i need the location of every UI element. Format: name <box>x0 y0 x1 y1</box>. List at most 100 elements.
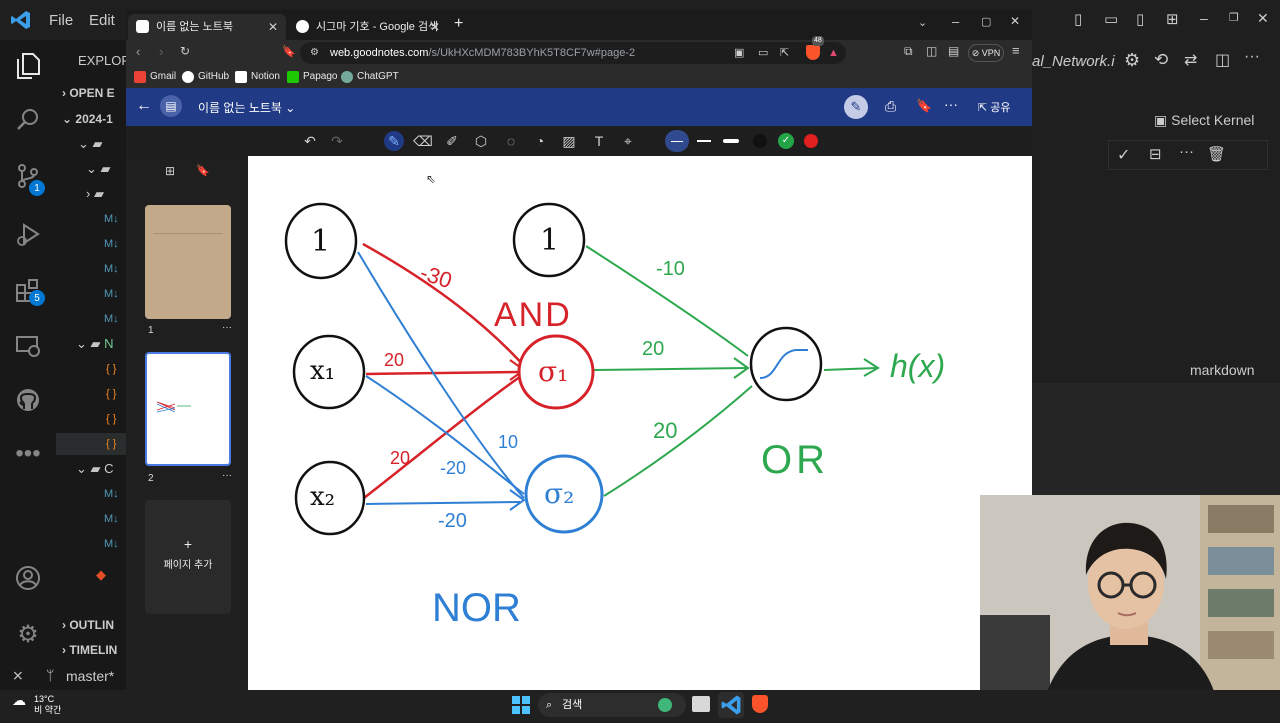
folder-section[interactable]: ⌄ 2024-1 <box>62 108 113 130</box>
brave-shield-icon[interactable] <box>806 45 820 60</box>
delete-cell-icon[interactable]: 🗑 <box>1207 146 1227 163</box>
color-swatch-black[interactable] <box>753 134 767 148</box>
compare-changes-icon[interactable]: ⇄ <box>1184 52 1198 69</box>
notebook-file-icon[interactable]: { } <box>106 413 117 425</box>
explorer-icon[interactable] <box>12 50 44 82</box>
notebook-file-icon-selected[interactable]: { } <box>56 433 126 455</box>
menu-edit[interactable]: Edit <box>89 12 115 29</box>
color-swatch-green[interactable]: ✓ <box>778 133 794 149</box>
split-editor-icon[interactable]: ◫ <box>1215 52 1231 69</box>
install-app-icon[interactable]: ▣ <box>734 47 745 59</box>
grid-view-icon[interactable]: ⊞ <box>165 164 176 178</box>
check-icon[interactable]: ✓ <box>1117 147 1131 164</box>
file-explorer-icon[interactable] <box>692 696 710 712</box>
sidebar-toggle-icon[interactable]: ◫ <box>926 44 938 58</box>
timeline-section[interactable]: › TIMELIN <box>62 639 117 661</box>
bookmark-chatgpt[interactable]: ChatGPT <box>341 70 399 84</box>
more-views-icon[interactable]: ••• <box>15 440 41 467</box>
url-bar[interactable]: ⚙ web.goodnotes.com/s/UkHXcMDM783BYhK5T8… <box>300 36 846 64</box>
tree-folder-row[interactable]: ⌄ ▰ <box>78 136 103 151</box>
minimize-icon[interactable]: – <box>1200 10 1208 26</box>
bookmark-papago[interactable]: Papago <box>287 70 337 84</box>
back-icon[interactable]: ‹ <box>136 44 141 59</box>
wallet-icon[interactable]: ▤ <box>948 44 960 58</box>
cast-icon[interactable]: ▭ <box>758 47 769 59</box>
page-1-more-icon[interactable]: ··· <box>222 322 232 333</box>
more-actions-icon[interactable]: ··· <box>1244 48 1260 65</box>
notebook-tab-title[interactable]: al_Network.i <box>1032 53 1115 70</box>
reload-icon[interactable]: ↻ <box>180 44 191 58</box>
cell-editor[interactable] <box>1032 170 1280 380</box>
markdown-file-icon[interactable]: M↓ <box>104 313 119 325</box>
shape-tool-icon[interactable]: ⬡ <box>474 132 488 149</box>
color-swatch-red[interactable] <box>804 134 818 148</box>
markdown-file-icon[interactable]: M↓ <box>104 213 119 225</box>
history-icon[interactable]: ⟲ <box>1154 50 1169 69</box>
open-editors-section[interactable]: › OPEN E <box>62 82 115 104</box>
source-control-icon[interactable] <box>12 160 44 192</box>
export-icon[interactable]: ⎙ <box>885 98 897 114</box>
new-tab-icon[interactable]: + <box>454 15 464 32</box>
vpn-button[interactable]: ⊘ VPN <box>968 44 1004 62</box>
split-cell-icon[interactable]: ⊟ <box>1149 146 1162 163</box>
run-debug-icon[interactable] <box>12 218 44 250</box>
remote-indicator-icon[interactable]: ⨯ <box>12 667 24 683</box>
extensions-puzzle-icon[interactable]: ⧉ <box>904 44 913 58</box>
eraser-icon[interactable]: ⌫ <box>413 132 433 149</box>
forward-icon[interactable]: › <box>159 44 164 59</box>
notebook-file-icon[interactable]: { } <box>106 388 117 400</box>
vscode-taskbar-icon[interactable] <box>718 692 744 718</box>
tab-search-icon[interactable]: ⌄ <box>918 17 928 29</box>
stroke-line-thick-icon[interactable] <box>723 139 739 143</box>
bookmark-notion[interactable]: Notion <box>235 70 280 84</box>
markdown-file-icon[interactable]: M↓ <box>104 513 119 525</box>
browser-tab[interactable]: 시그마 기호 - Google 검색 ✕ <box>288 14 448 40</box>
text-box-icon[interactable]: T <box>594 133 604 149</box>
more-icon[interactable]: ··· <box>1179 143 1194 160</box>
thumbnails-toggle-icon[interactable]: ▤ <box>160 95 182 117</box>
github-icon[interactable] <box>12 384 44 416</box>
brave-taskbar-icon[interactable] <box>752 695 768 713</box>
minimize-icon[interactable]: – <box>952 14 960 29</box>
restore-icon[interactable]: ❐ <box>1229 12 1239 24</box>
pen-tool-icon[interactable]: ✎ <box>384 131 404 151</box>
bookmark-page-icon[interactable]: 🔖 <box>282 46 296 58</box>
markdown-file-icon[interactable]: M↓ <box>104 488 119 500</box>
site-info-icon[interactable]: ⚙ <box>310 47 319 58</box>
tree-folder-row[interactable]: › ▰ <box>86 186 104 201</box>
toggle-primary-sidebar-icon[interactable]: ▯ <box>1074 11 1083 28</box>
elements-icon[interactable]: ◔ <box>535 133 545 149</box>
tab-close-icon[interactable]: ✕ <box>429 20 440 34</box>
brave-rewards-icon[interactable]: ▲ <box>828 47 839 59</box>
close-window-icon[interactable]: ✕ <box>1010 14 1021 28</box>
settings-gear-icon[interactable]: ⚙ <box>1124 50 1141 70</box>
toggle-panel-icon[interactable]: ▭ <box>1104 11 1119 28</box>
menu-hamburger-icon[interactable]: ≡ <box>1012 43 1020 58</box>
close-icon[interactable]: ✕ <box>1257 10 1269 26</box>
page-thumbnail-1[interactable] <box>145 205 231 319</box>
toggle-secondary-sidebar-icon[interactable]: ▯ <box>1136 11 1145 28</box>
undo-icon[interactable]: ↶ <box>304 132 316 149</box>
git-file-icon[interactable]: ◆ <box>96 567 106 582</box>
search-icon[interactable] <box>12 104 44 136</box>
remote-explorer-icon[interactable] <box>12 330 44 362</box>
manage-gear-icon[interactable]: ⚙ <box>17 620 39 648</box>
account-icon[interactable] <box>12 562 44 594</box>
back-arrow-icon[interactable]: ← <box>136 97 152 114</box>
note-canvas[interactable]: 1 x₁ x₂ 1 σ₁ σ₂ -30 20 20 10 -20 -20 -10… <box>248 156 1032 690</box>
share-page-icon[interactable]: ⇱ <box>780 47 790 59</box>
cell-language-label[interactable]: markdown <box>1190 362 1255 378</box>
bookmark-github[interactable]: GitHub <box>182 70 229 84</box>
windows-start-icon[interactable] <box>512 696 530 714</box>
markdown-file-icon[interactable]: M↓ <box>104 288 119 300</box>
more-options-icon[interactable]: ··· <box>944 96 958 112</box>
maximize-icon[interactable]: ▢ <box>981 16 992 28</box>
markdown-file-icon[interactable]: M↓ <box>104 538 119 550</box>
tab-close-icon[interactable]: ✕ <box>267 20 278 34</box>
page-2-more-icon[interactable]: ··· <box>222 470 232 481</box>
lasso-icon[interactable]: ◌ <box>506 133 516 149</box>
redo-icon[interactable]: ↷ <box>331 132 343 149</box>
stroke-line-medium-icon[interactable] <box>697 140 711 142</box>
pen-mode-icon[interactable]: ✎ <box>844 95 868 119</box>
image-icon[interactable]: ▨ <box>562 132 576 149</box>
